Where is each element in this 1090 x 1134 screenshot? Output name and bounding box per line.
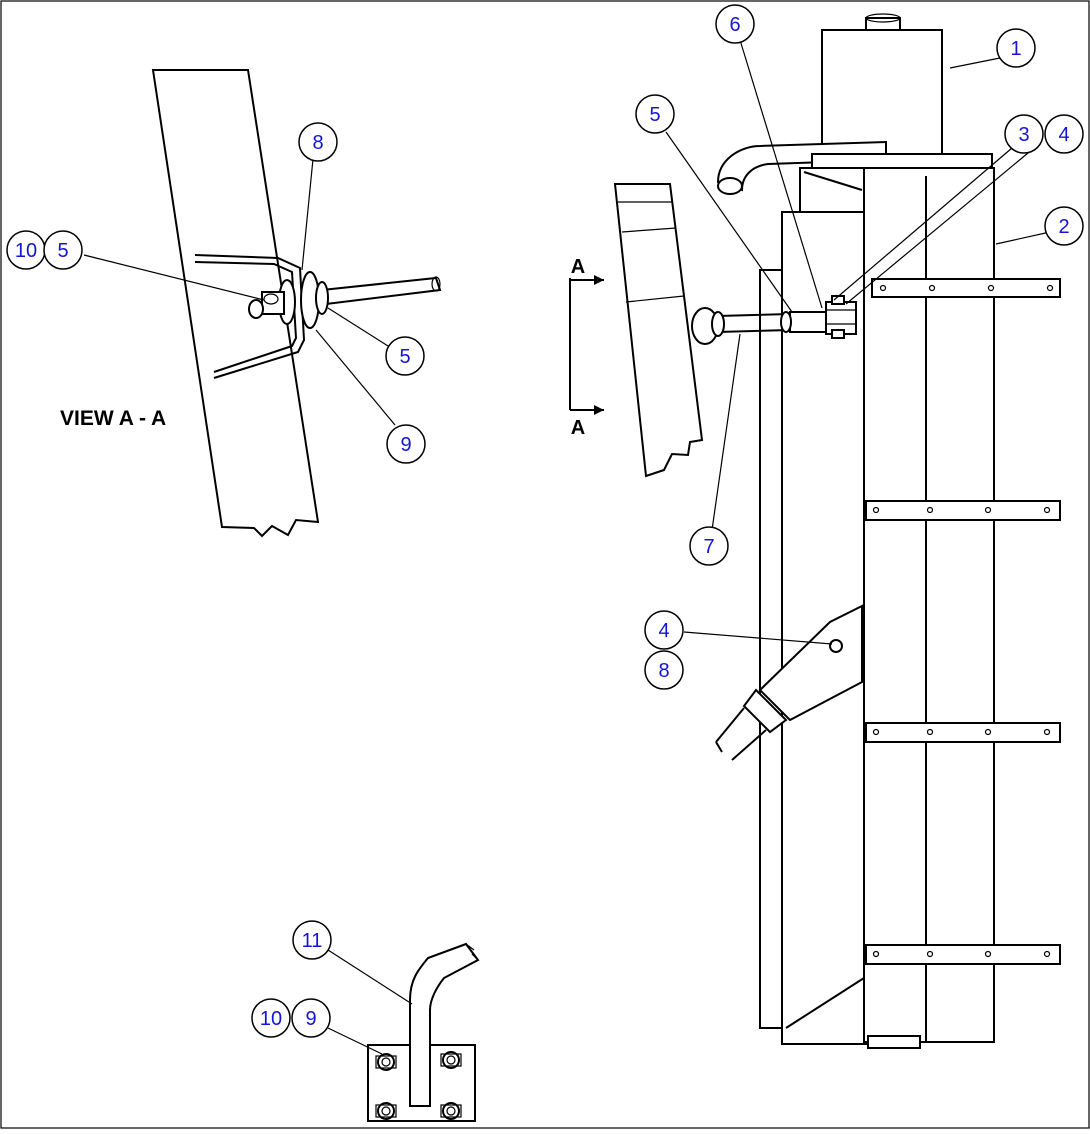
leader-4-lower — [683, 631, 833, 645]
reservoir-tank — [821, 29, 943, 159]
pivot-pin — [829, 639, 843, 653]
leader-5-main — [665, 131, 793, 313]
section-label-top: A — [571, 256, 585, 278]
tank-cap — [865, 17, 901, 31]
callout-5-view-right: 5 — [385, 336, 425, 376]
callout-10-bottom: 10 — [251, 998, 291, 1038]
callout-4-lower: 4 — [644, 610, 684, 650]
clamp-strap-3 — [865, 722, 1061, 743]
svg-text:8: 8 — [658, 660, 669, 682]
svg-text:10: 10 — [15, 240, 37, 262]
leader-9-view — [315, 329, 396, 426]
svg-text:2: 2 — [1058, 216, 1069, 238]
leader-10-9 — [327, 1027, 383, 1055]
mount-bolt-bl — [375, 1102, 397, 1120]
svg-text:4: 4 — [1058, 124, 1069, 146]
view-a-a-detail: VIEW A - A — [60, 69, 442, 538]
svg-text:8: 8 — [312, 132, 323, 154]
svg-text:3: 3 — [1018, 124, 1029, 146]
leader-7 — [711, 333, 741, 531]
mount-bolt-tl — [375, 1053, 397, 1071]
main-assembly — [613, 13, 1061, 1049]
callout-9-bottom: 9 — [291, 998, 331, 1038]
svg-text:7: 7 — [703, 536, 714, 558]
svg-text:1: 1 — [1010, 38, 1021, 60]
svg-text:6: 6 — [729, 14, 740, 36]
callout-8-lower: 8 — [644, 650, 684, 690]
lower-cylinder-mount — [758, 604, 863, 722]
svg-text:5: 5 — [649, 104, 660, 126]
leader-5-view — [327, 307, 389, 347]
svg-text:10: 10 — [260, 1008, 282, 1030]
svg-text:9: 9 — [305, 1008, 316, 1030]
callout-5-main: 5 — [635, 94, 675, 134]
svg-text:9: 9 — [400, 434, 411, 456]
side-plate — [613, 183, 704, 478]
svg-text:11: 11 — [302, 930, 323, 952]
callout-4-top: 4 — [1044, 114, 1084, 154]
leader-8 — [301, 158, 314, 271]
callout-2: 2 — [1044, 206, 1084, 246]
leader-6 — [739, 39, 823, 309]
leader-10-5 — [83, 254, 265, 301]
callout-10-view: 10 — [6, 230, 46, 270]
mount-bolt-br — [440, 1102, 462, 1120]
clamp-strap-2 — [865, 500, 1061, 521]
leader-11 — [327, 949, 413, 1005]
callout-1: 1 — [996, 28, 1036, 68]
front-column — [863, 167, 995, 1043]
callout-11: 11 — [292, 920, 332, 960]
view-rod-end — [431, 276, 441, 292]
view-bolt-head — [248, 299, 264, 319]
svg-text:5: 5 — [399, 346, 410, 368]
section-label-bottom: A — [571, 417, 585, 439]
callout-3: 3 — [1004, 114, 1044, 154]
leader-3 — [833, 147, 1013, 301]
mount-bolt-tr — [440, 1051, 462, 1069]
svg-text:5: 5 — [57, 240, 68, 262]
column-foot — [867, 1035, 921, 1049]
view-label: VIEW A - A — [60, 407, 166, 430]
view-rod — [321, 276, 442, 305]
view-washer-5 — [315, 281, 329, 315]
view-nut-top — [263, 293, 279, 305]
clamp-strap-1 — [871, 278, 1061, 298]
clamp-strap-4 — [865, 944, 1061, 965]
leader-2 — [995, 231, 1051, 245]
callout-8-view: 8 — [298, 122, 338, 162]
leader-1 — [949, 57, 1001, 69]
bottom-detail — [327, 942, 480, 1122]
callout-6: 6 — [715, 4, 755, 44]
callout-5-view-left: 5 — [43, 230, 83, 270]
callout-7: 7 — [689, 526, 729, 566]
leader-4-top — [845, 147, 1035, 305]
callout-9-view: 9 — [386, 424, 426, 464]
callouts: 1 2 3 4 5 6 7 4 8 8 10 5 5 9 11 10 9 — [6, 4, 1084, 1038]
section-marker: A A — [569, 256, 604, 439]
svg-text:4: 4 — [658, 620, 669, 642]
